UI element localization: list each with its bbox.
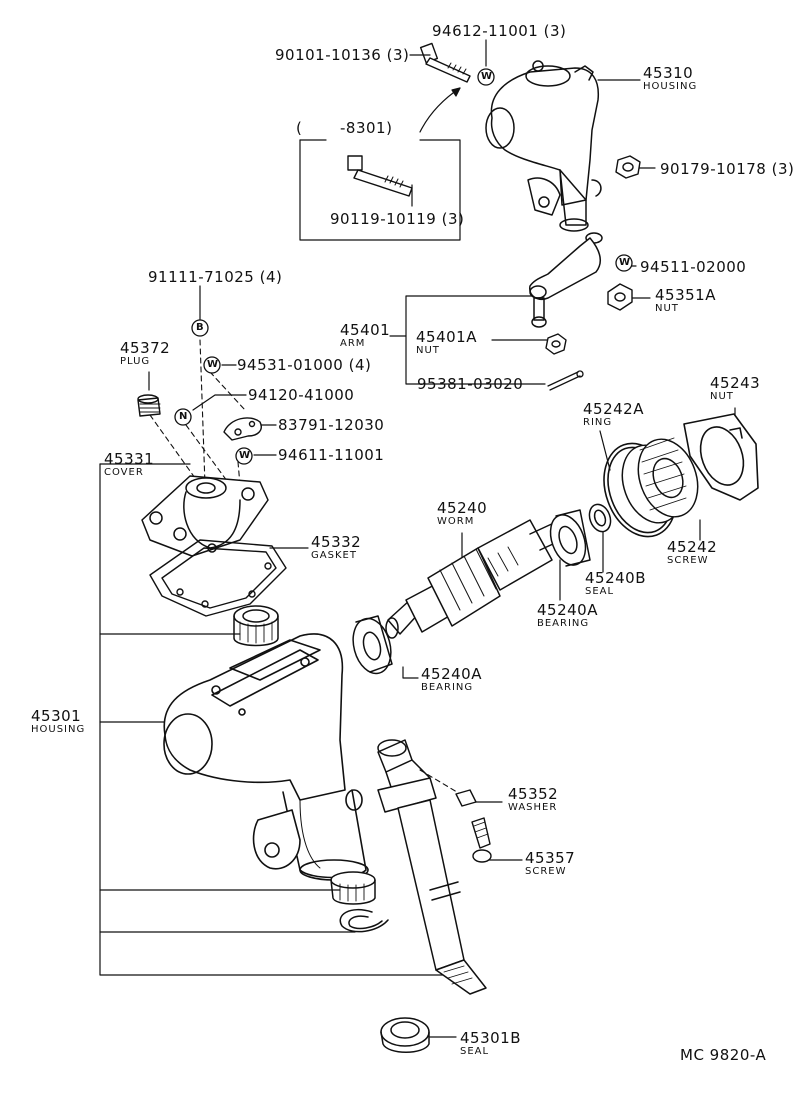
callout-45301-name: HOUSING [31, 724, 86, 735]
nut-90179 [615, 155, 641, 179]
needle-bearing-lower [330, 871, 376, 905]
cotter-pin-95381 [547, 370, 584, 391]
worm-45240 [385, 519, 567, 639]
callout-45401a-name: NUT [416, 345, 440, 356]
callout-45310-name: HOUSING [643, 81, 698, 92]
upper-housing-45310 [485, 60, 603, 244]
callout-94511-number: 94511-02000 [640, 258, 747, 276]
callout-45351a-name: NUT [655, 303, 679, 314]
callout-95381-number: 95381-03020 [417, 375, 524, 393]
period-note-open: ( [296, 119, 302, 137]
nut-45243 [683, 413, 759, 501]
callout-45240a-front-name: BEARING [421, 682, 474, 693]
pitman-arm-45401 [529, 237, 602, 328]
callout-45301-number: 45301 [31, 707, 82, 725]
callout-45401-name: ARM [340, 338, 366, 349]
callout-45242a-name: RING [583, 417, 613, 428]
drawing-code: MC 9820-A [680, 1046, 767, 1064]
bearing-45240a-rear [549, 509, 591, 567]
callout-45310-number: 45310 [643, 64, 694, 82]
seal-45301b [380, 1017, 430, 1053]
callout-45352-name: WASHER [508, 802, 558, 813]
callout-94611-number: 94611-11001 [278, 446, 385, 464]
callout-45240a-rear-number: 45240A [537, 601, 598, 619]
callout-45301b-name: SEAL [460, 1046, 490, 1057]
callout-45242-number: 45242 [667, 538, 718, 556]
washer-symbol-94612: W [481, 71, 494, 82]
plug-45372 [137, 394, 161, 417]
symbol-circles [174, 68, 633, 465]
snap-ring [339, 908, 389, 933]
bolt-90101 [419, 42, 471, 83]
cover-45331 [141, 475, 269, 557]
callout-45401a-number: 45401A [416, 328, 477, 346]
callout-45401-number: 45401 [340, 321, 391, 339]
screw-45357 [471, 817, 492, 863]
washer-symbol-94511: W [619, 257, 632, 268]
callout-83791-number: 83791-12030 [278, 416, 385, 434]
callout-45240a-rear-name: BEARING [537, 618, 590, 629]
callout-90119-number: 90119-10119 (3) [330, 210, 465, 228]
callout-45372-name: PLUG [120, 356, 151, 367]
washer-symbol-94531: W [207, 359, 220, 370]
callout-45372-number: 45372 [120, 339, 171, 357]
callout-45357-name: SCREW [525, 866, 567, 877]
bearing-45240a-front [352, 615, 393, 675]
callout-94612-number: 94612-11001 (3) [432, 22, 567, 40]
gasket-45332 [149, 539, 287, 617]
seal-45240b [588, 503, 612, 533]
period-note-text: -8301) [340, 119, 393, 137]
washer-symbol-94611: W [239, 450, 252, 461]
bolt-90119 [347, 155, 413, 197]
washer-45352 [455, 789, 477, 807]
callout-45243-name: NUT [710, 391, 734, 402]
callout-90101-number: 90101-10136 (3) [275, 46, 410, 64]
callout-45352-number: 45352 [508, 785, 559, 803]
callout-45240a-front-number: 45240A [421, 665, 482, 683]
callout-45243-number: 45243 [710, 374, 761, 392]
callout-45240-number: 45240 [437, 499, 488, 517]
callout-45240b-name: SEAL [585, 586, 615, 597]
callout-45351a-number: 45351A [655, 286, 716, 304]
callout-45242-name: SCREW [667, 555, 709, 566]
callout-45240b-number: 45240B [585, 569, 647, 587]
dashed-assembly-lines [149, 339, 463, 796]
bracket-83791 [223, 417, 262, 441]
callout-45331-name: COVER [104, 467, 144, 478]
sector-shaft [377, 739, 487, 995]
housing-45301 [163, 633, 369, 881]
nut-45351a [607, 283, 633, 311]
callout-90179-number: 90179-10178 (3) [660, 160, 795, 178]
callout-45301b-number: 45301B [460, 1029, 522, 1047]
leader-lines [99, 39, 736, 1038]
screw-45242 [621, 437, 699, 524]
callout-45242a-number: 45242A [583, 400, 644, 418]
callout-45331-number: 45331 [104, 450, 155, 468]
callout-45357-number: 45357 [525, 849, 576, 867]
nut-45401a [545, 333, 567, 355]
callout-94120-number: 94120-41000 [248, 386, 355, 404]
callout-45240-name: WORM [437, 516, 475, 527]
callout-91111-number: 91111-71025 (4) [148, 268, 283, 286]
callout-45332-name: GASKET [311, 550, 357, 561]
callout-94531-number: 94531-01000 (4) [237, 356, 372, 374]
nut-symbol-94120: N [179, 411, 189, 422]
bolt-symbol-91111: B [196, 322, 205, 333]
callout-45332-number: 45332 [311, 533, 362, 551]
needle-bearing-upper [233, 605, 279, 647]
period-note-box [299, 87, 461, 241]
